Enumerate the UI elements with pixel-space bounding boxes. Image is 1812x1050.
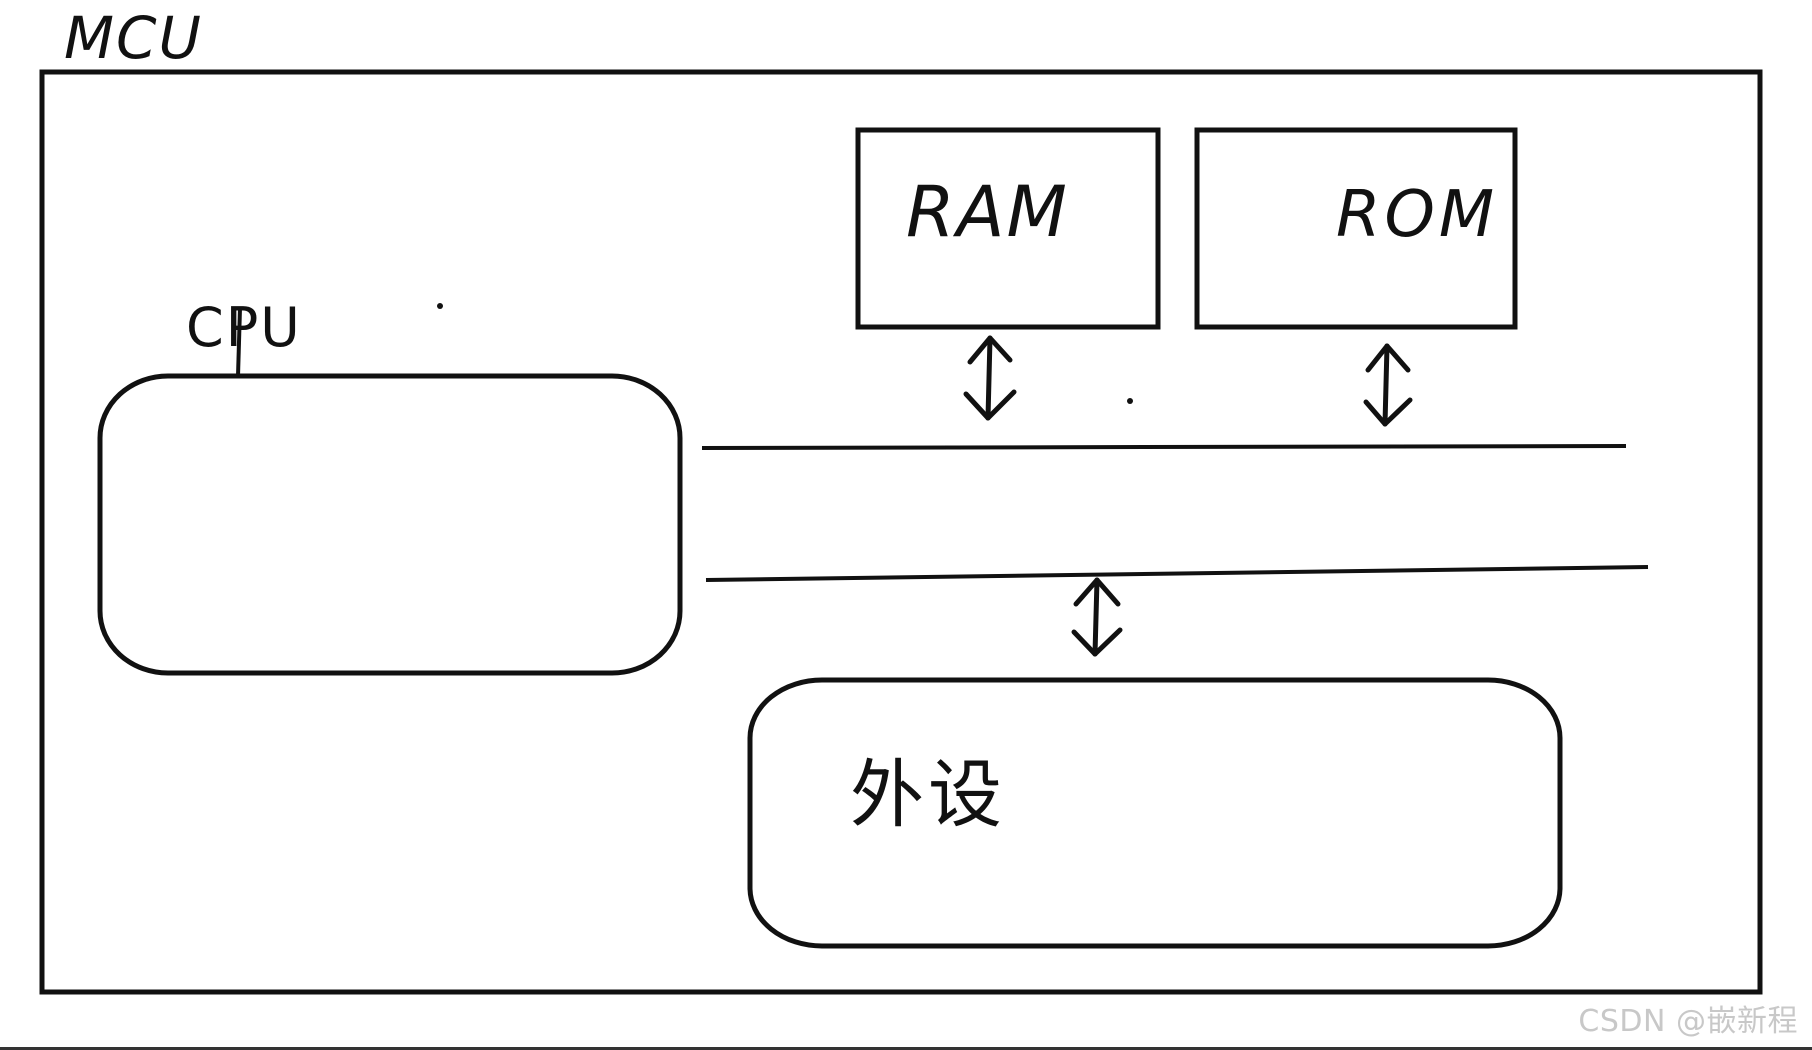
rom-block: [1194, 127, 1518, 330]
rom-label: ROM: [1336, 178, 1498, 252]
peripheral-block: [747, 677, 1563, 949]
peripheral-bus-arrow: [1071, 577, 1123, 657]
mcu-label: MCU: [64, 4, 203, 72]
stray-dot: [437, 303, 443, 309]
peripheral-label: 外设: [850, 752, 1006, 838]
ram-label: RAM: [906, 171, 1069, 253]
stray-dot: [1127, 398, 1133, 404]
rom-bus-arrow: [1363, 343, 1413, 427]
bus-line-upper: [701, 444, 1627, 450]
bottom-edge-strip: [0, 1047, 1812, 1050]
cpu-leader-line: [236, 307, 242, 377]
bus-line-lower: [705, 565, 1649, 582]
ram-bus-arrow: [963, 335, 1017, 421]
cpu-block: [97, 373, 683, 676]
csdn-watermark: CSDN @嵌新程: [1578, 1004, 1798, 1039]
cpu-label: CPU: [186, 296, 302, 359]
ram-block: [855, 127, 1161, 330]
mcu-boundary: [39, 69, 1763, 995]
